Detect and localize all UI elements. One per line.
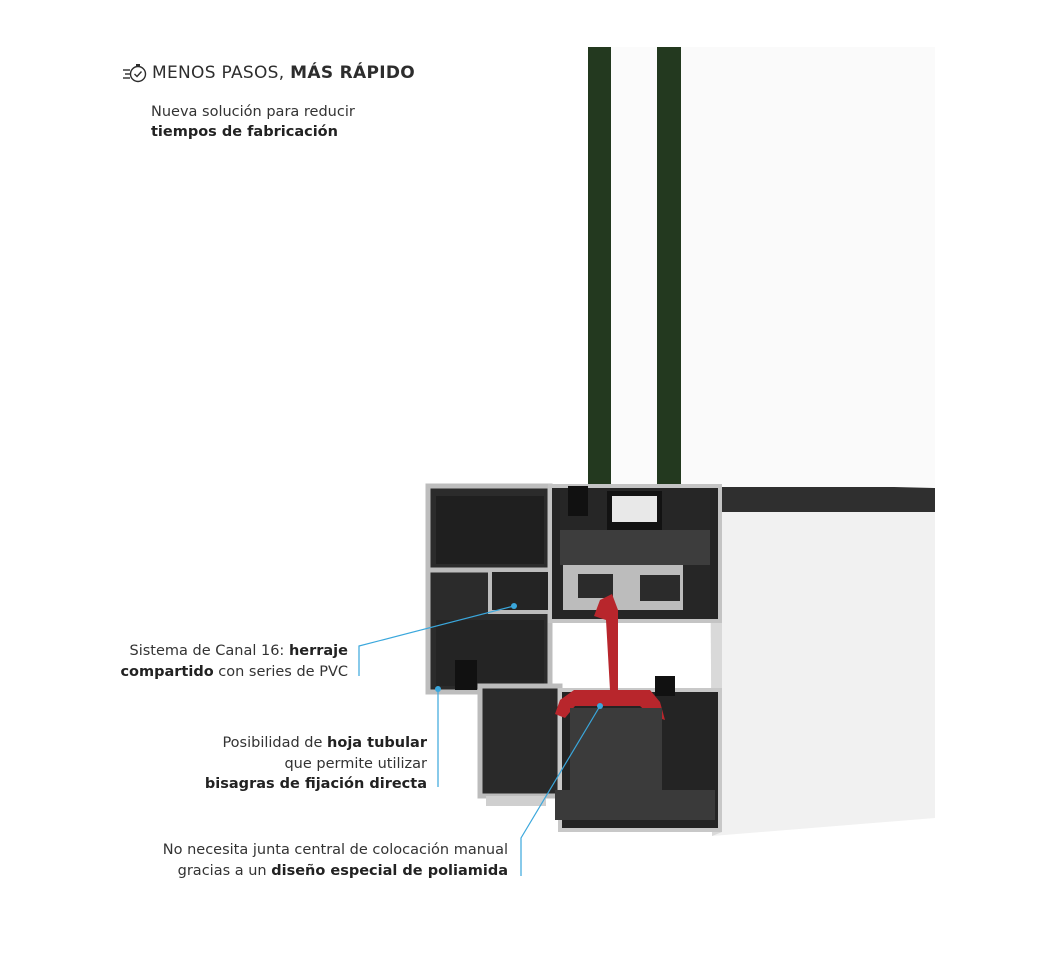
fast-check-icon [123,64,147,83]
leader-line-3 [520,705,601,876]
profile-side-face [710,493,935,836]
callout-3-text-c: diseño especial de poliamida [271,862,508,879]
callout-hoja-tubular: Posibilidad de hoja tubular que permite … [205,733,427,795]
glass-pane-outer [588,47,611,490]
header-subtitle: Nueva solución para reducir tiempos de f… [151,102,355,142]
leader-line-1 [358,605,515,676]
callout-canal-16: Sistema de Canal 16: herraje compartido … [120,641,348,682]
subtitle-line-2: tiempos de fabricación [151,124,338,140]
subtitle-line-1: Nueva solución para reducir [151,104,355,120]
callout-3-text-a: No necesita junta central de colocación … [162,842,508,858]
callout-3-text-b: gracias a un [177,862,272,879]
header: MENOS PASOS, MÁS RÁPIDO [122,62,415,84]
polyamide-strip [555,594,665,720]
callout-2-text-c: que permite utilizar [284,755,427,772]
header-title: MENOS PASOS, MÁS RÁPIDO [152,63,416,83]
glass-pane-inner [657,47,681,490]
foam-insulation-base [555,790,715,820]
gasket-top [568,486,588,516]
callout-1-text-c: compartido [120,663,214,680]
callout-poliamida: No necesita junta central de colocación … [163,840,508,881]
callout-2-text-a: Posibilidad de [222,735,328,751]
callout-1-text-d: con series de PVC [213,663,348,680]
callout-2-text-b: hoja tubular [327,735,427,751]
callout-1-text-a: Sistema de Canal 16: [129,643,289,659]
tubular-sash [477,683,563,799]
gasket-middle [455,660,477,690]
profile-top-face [685,482,935,512]
callout-1-text-b: herraje [288,643,348,659]
callout-2-text-d: bisagras de fijación directa [204,776,427,792]
foam-insulation-top [560,530,710,565]
foam-insulation-bottom [570,708,662,798]
gasket-right [655,676,675,696]
